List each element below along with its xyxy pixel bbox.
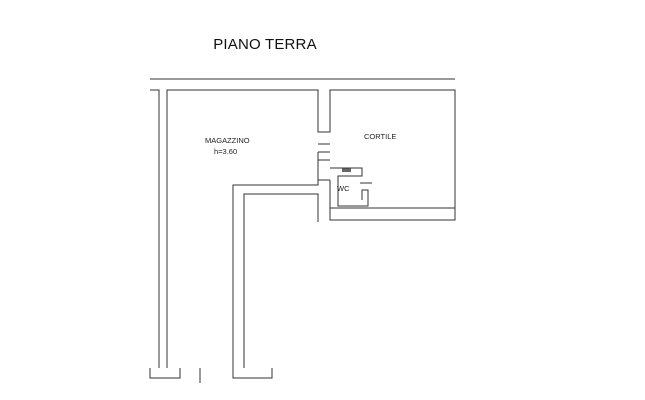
room-height-label: h=3.60: [214, 147, 238, 156]
corridor-wall: [243, 193, 319, 368]
room-label-wc: WC: [337, 184, 350, 193]
storage-inner-wall: [232, 152, 319, 368]
plan-title: PIANO TERRA: [213, 36, 317, 53]
room-label-cortile: CORTILE: [364, 132, 397, 141]
left-bottom-wall: [149, 368, 181, 379]
wc-window: [342, 168, 351, 172]
room-label-magazzino: MAGAZZINO: [205, 136, 250, 145]
bottom-right-wall: [232, 368, 273, 379]
wc-walls: [330, 167, 369, 207]
left-outer-wall: [150, 89, 160, 368]
storage-outer-wall: [166, 89, 456, 368]
